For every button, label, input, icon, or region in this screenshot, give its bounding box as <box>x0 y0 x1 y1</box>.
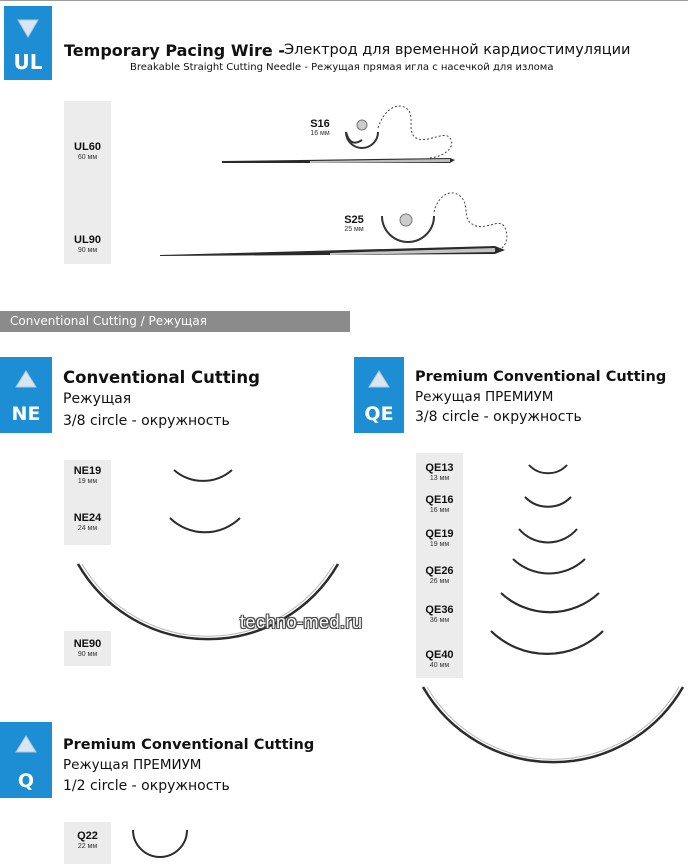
ul-title-bold: Temporary Pacing Wire - <box>64 41 285 60</box>
q-line3: 1/2 circle - окружность <box>63 778 230 794</box>
qe-needles-illustration <box>421 464 685 764</box>
section-bar-label: Conventional Cutting / Режущая <box>10 314 207 328</box>
ul-size-box <box>64 101 111 264</box>
q-line2: Режущая ПРЕМИУМ <box>63 757 202 773</box>
watermark: techno-med.ru <box>240 612 363 632</box>
q-badge: Q <box>0 722 52 798</box>
q-needle-illustration <box>132 829 188 858</box>
qe-line2: Режущая ПРЕМИУМ <box>415 389 554 405</box>
ne-title: Conventional Cutting <box>63 368 260 387</box>
ul-badge: UL <box>4 6 52 80</box>
up-triangle-icon <box>15 370 37 388</box>
qe-badge: QE <box>354 357 404 433</box>
q-code: Q <box>17 770 35 792</box>
down-triangle-icon <box>17 19 39 38</box>
up-triangle-icon <box>368 370 390 388</box>
ne-size-box-2 <box>64 631 111 666</box>
q-size-box <box>64 822 111 864</box>
qe-line3: 3/8 circle - окружность <box>415 409 582 425</box>
ne-size-box <box>64 460 111 545</box>
ul-title-rest: Электрод для временной кардиостимуляции <box>284 42 631 58</box>
ne-needles-illustration <box>76 469 340 641</box>
qe-title: Premium Conventional Cutting <box>415 369 667 385</box>
top-rule <box>0 0 688 1</box>
ne-line2: Режущая <box>63 391 132 407</box>
pacing-wire-needle-illustration <box>160 105 508 256</box>
ul-subtitle: Breakable Straight Cutting Needle - Режу… <box>130 62 554 73</box>
section-bar: Conventional Cutting / Режущая <box>0 311 350 332</box>
ul-code: UL <box>13 50 43 74</box>
q-title: Premium Conventional Cutting <box>63 737 315 753</box>
ne-line3: 3/8 circle - окружность <box>63 413 230 429</box>
qe-code: QE <box>364 403 394 425</box>
ne-badge: NE <box>0 357 52 433</box>
qe-size-box <box>416 453 463 678</box>
ne-code: NE <box>11 403 41 425</box>
up-triangle-icon <box>15 735 37 753</box>
